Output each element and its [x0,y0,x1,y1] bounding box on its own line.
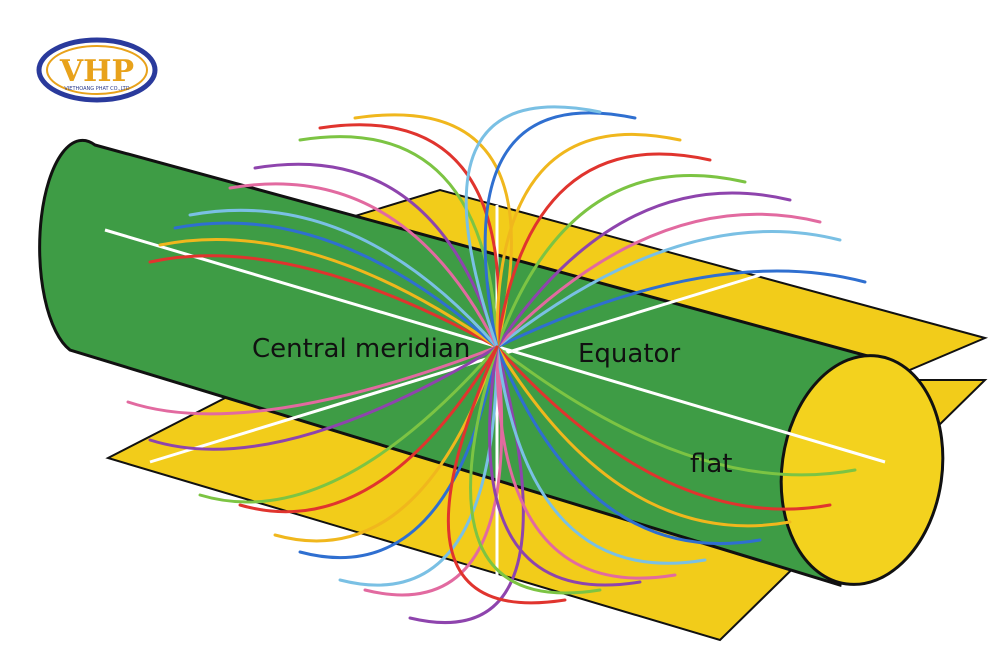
projection-curves [126,105,867,624]
projection-curve [188,208,499,349]
projection-curve [495,132,682,349]
equator-label: Equator [578,339,680,369]
projection-curve [464,105,602,349]
projection-curve [338,345,499,587]
projection-curve [495,229,842,349]
projection-curve [495,212,822,349]
projection-curve [198,345,499,504]
projection-curve [495,345,832,511]
projection-curve [298,135,499,349]
projection-curve [495,269,867,349]
central-meridian-label: Central meridian [252,334,470,364]
projection-curve [488,345,642,587]
projection-curve [238,345,499,514]
logo-text: VHP [59,54,134,89]
projection-curve [495,345,677,580]
projection-curve [495,152,712,349]
projection-curve [495,345,762,545]
projection-curve [469,345,602,595]
projection-curve [253,162,499,349]
projection-curve [446,345,567,605]
company-logo: VHP VIETHOANG PHAT CO.,LTD [36,37,158,103]
projection-curve [495,345,857,477]
cylinder-end-face [779,354,945,586]
projection-curve [298,345,499,560]
projection-curve [148,254,499,349]
logo-ring-icon [36,37,158,103]
projection-curve [173,221,499,349]
logo-tagline: VIETHOANG PHAT CO.,LTD [64,86,129,92]
projection-curve [228,182,499,349]
projection-curve [495,345,707,565]
projection-curve [126,345,499,416]
diagonal-line-a [149,273,761,464]
flat-label: flat [690,449,733,479]
projection-curve [158,237,499,349]
projection-curve [495,345,792,528]
projection-curve [483,111,637,349]
projection-curve [353,113,513,349]
projection-curve [495,174,747,349]
projection-curve [148,345,499,451]
projection-curve [495,191,792,349]
